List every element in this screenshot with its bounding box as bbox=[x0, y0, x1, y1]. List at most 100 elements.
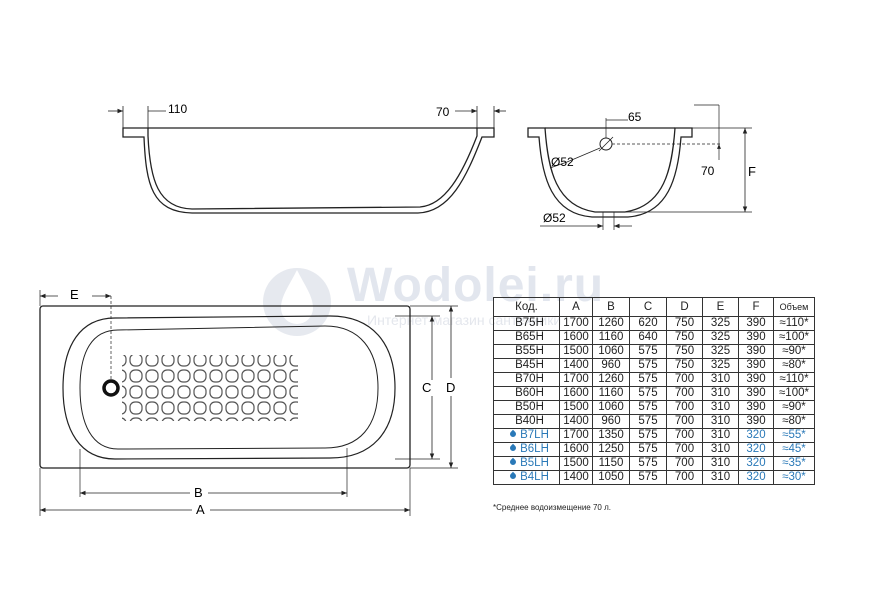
top-view: E C D B A bbox=[39, 287, 458, 517]
cell-vol: ≈35* bbox=[773, 456, 815, 471]
header-volume: Объем bbox=[773, 297, 815, 317]
cell-b: 1050 bbox=[592, 470, 630, 485]
cell-b: 960 bbox=[592, 414, 630, 429]
header-e: E bbox=[702, 297, 739, 317]
cell-c: 575 bbox=[629, 456, 667, 471]
footnote: *Среднее водоизмещение 70 л. bbox=[493, 503, 611, 512]
dim-label-b: B bbox=[194, 485, 203, 500]
cell-f: 390 bbox=[738, 372, 774, 387]
dim-label-70-rim: 70 bbox=[436, 105, 450, 119]
cell-a: 1600 bbox=[559, 386, 593, 401]
cell-e: 310 bbox=[702, 442, 739, 457]
cell-b: 1160 bbox=[592, 386, 630, 401]
dim-label-e: E bbox=[70, 287, 79, 302]
section-view-tub-outline bbox=[527, 127, 693, 218]
water-drop-icon bbox=[508, 457, 518, 467]
cell-b: 960 bbox=[592, 358, 630, 373]
cell-d: 700 bbox=[666, 400, 703, 415]
drain-hole bbox=[102, 379, 120, 397]
cell-e: 325 bbox=[702, 344, 739, 359]
cell-a: 1600 bbox=[559, 442, 593, 457]
cell-f: 390 bbox=[738, 414, 774, 429]
cell-vol: ≈100* bbox=[773, 386, 815, 401]
dim-label-drain-diameter: Ø52 bbox=[543, 211, 566, 225]
cell-code: B45H bbox=[493, 358, 560, 373]
cell-vol: ≈80* bbox=[773, 414, 815, 429]
dim-label-overflow-diameter: Ø52 bbox=[551, 155, 574, 169]
cell-e: 310 bbox=[702, 456, 739, 471]
water-drop-icon bbox=[508, 443, 518, 453]
cell-a: 1700 bbox=[559, 372, 593, 387]
cell-d: 700 bbox=[666, 428, 703, 443]
dim-label-d: D bbox=[446, 380, 455, 395]
cell-code-text: B7LH bbox=[520, 429, 549, 441]
cell-f: 320 bbox=[738, 470, 774, 485]
cell-f: 390 bbox=[738, 358, 774, 373]
cell-c: 575 bbox=[629, 386, 667, 401]
cell-e: 310 bbox=[702, 470, 739, 485]
water-drop-icon bbox=[508, 429, 518, 439]
cell-code-text: B60H bbox=[515, 387, 544, 399]
dim-label-a: A bbox=[196, 502, 205, 517]
header-code: Код. bbox=[493, 297, 560, 317]
cell-e: 325 bbox=[702, 330, 739, 345]
top-view-basin-inner bbox=[79, 325, 379, 450]
cell-f: 390 bbox=[738, 400, 774, 415]
section-view: F 65 70 Ø52 Ø52 bbox=[527, 104, 756, 230]
cell-b: 1260 bbox=[592, 372, 630, 387]
cell-b: 1060 bbox=[592, 400, 630, 415]
cell-e: 310 bbox=[702, 400, 739, 415]
cell-code-text: B70H bbox=[515, 373, 544, 385]
cell-vol: ≈55* bbox=[773, 428, 815, 443]
cell-d: 700 bbox=[666, 470, 703, 485]
cell-c: 575 bbox=[629, 442, 667, 457]
cell-b: 1250 bbox=[592, 442, 630, 457]
cell-e: 325 bbox=[702, 316, 739, 331]
cell-d: 750 bbox=[666, 358, 703, 373]
top-view-basin-outer bbox=[62, 315, 396, 460]
cell-a: 1400 bbox=[559, 414, 593, 429]
cell-vol: ≈90* bbox=[773, 344, 815, 359]
cell-d: 700 bbox=[666, 386, 703, 401]
cell-code: B40H bbox=[493, 414, 560, 429]
header-c: C bbox=[629, 297, 667, 317]
cell-c: 575 bbox=[629, 358, 667, 373]
anti-slip-mat bbox=[122, 355, 298, 421]
cell-c: 575 bbox=[629, 428, 667, 443]
cell-c: 575 bbox=[629, 414, 667, 429]
cell-vol: ≈100* bbox=[773, 330, 815, 345]
top-view-outer-rim bbox=[39, 305, 411, 469]
cell-code: B65H bbox=[493, 330, 560, 345]
cell-c: 620 bbox=[629, 316, 667, 331]
cell-e: 310 bbox=[702, 386, 739, 401]
cell-e: 310 bbox=[702, 414, 739, 429]
cell-code-text: B4LH bbox=[520, 471, 549, 483]
cell-a: 1600 bbox=[559, 330, 593, 345]
water-drop-icon bbox=[508, 471, 518, 481]
cell-a: 1700 bbox=[559, 316, 593, 331]
cell-b: 1260 bbox=[592, 316, 630, 331]
cell-b: 1150 bbox=[592, 456, 630, 471]
cell-a: 1500 bbox=[559, 400, 593, 415]
cell-d: 700 bbox=[666, 456, 703, 471]
cell-vol: ≈110* bbox=[773, 316, 815, 331]
cell-code: B55H bbox=[493, 344, 560, 359]
side-view: 110 70 bbox=[108, 102, 506, 214]
cell-e: 310 bbox=[702, 428, 739, 443]
cell-f: 390 bbox=[738, 344, 774, 359]
cell-code: B7LH bbox=[493, 428, 560, 443]
cell-d: 750 bbox=[666, 344, 703, 359]
cell-e: 310 bbox=[702, 372, 739, 387]
cell-a: 1400 bbox=[559, 358, 593, 373]
cell-a: 1700 bbox=[559, 428, 593, 443]
